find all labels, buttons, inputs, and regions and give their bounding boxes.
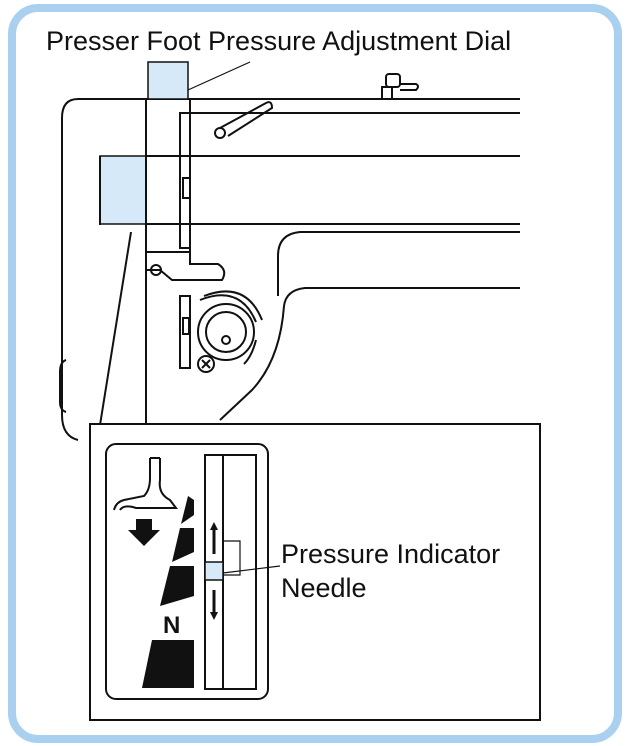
tension-dial [197, 290, 263, 373]
scale-mark-n: N [163, 612, 180, 639]
down-arrow-icon [210, 590, 218, 620]
presser-bar-column [145, 99, 226, 425]
dial-label: Presser Foot Pressure Adjustment Dial [46, 26, 512, 56]
inset-panel [105, 443, 269, 700]
needle-label-line2: Needle [281, 573, 367, 603]
needle-label: Pressure Indicator Needle [281, 537, 500, 605]
outer-frame [8, 4, 622, 743]
down-arrow-icon [128, 519, 160, 546]
pressure-indicator-needle [204, 561, 224, 581]
machine-head [59, 98, 520, 441]
needle-leader-line [222, 540, 281, 576]
presser-foot-icon [113, 457, 178, 511]
up-arrow-icon [210, 522, 218, 554]
dial-leader-line [187, 61, 251, 91]
needle-label-line1: Pressure Indicator [281, 539, 501, 569]
adjustment-dial [147, 61, 189, 100]
spool-pin [381, 73, 419, 100]
side-panel-highlight [99, 155, 147, 225]
pressure-scale-wedge [142, 496, 194, 688]
take-up-lever [214, 101, 274, 139]
